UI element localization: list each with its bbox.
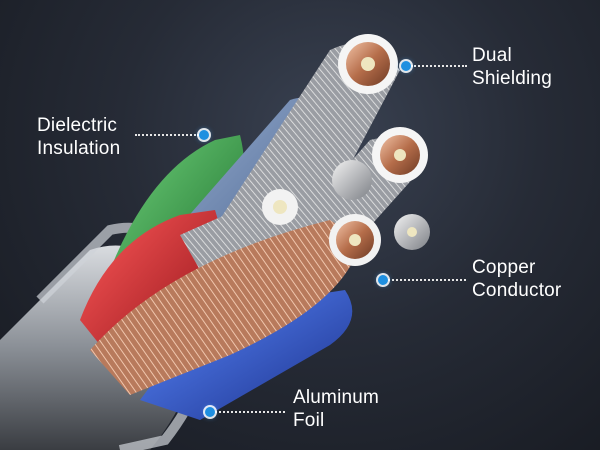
aluminum-foil-dot [205,407,215,417]
copper-conductor-line-2: Conductor [472,280,562,301]
dielectric-insulation-leader [135,134,199,136]
blue-wire [140,290,353,420]
copper-conductor-dot [378,275,388,285]
shielding-center [361,57,375,71]
silver-strands-center [273,200,287,214]
silver-strands [180,195,290,270]
copper-conductor-leader [388,279,466,281]
dual-shielding-label: Dual Shielding [472,44,552,90]
copper-conductor-center [349,234,361,246]
copper-conductor-line-1: Copper [472,257,536,278]
aluminum-foil-label: Aluminum Foil [293,386,379,432]
dielectric-insulation-label: Dielectric Insulation [37,114,120,160]
bare-strand-bundle [332,160,372,200]
small-silver-strand-center [407,227,417,237]
second-shielding-center [394,149,406,161]
copper-conductor-label: Copper Conductor [472,256,561,302]
dielectric-insulation-line-1: Dielectric [37,115,118,136]
dielectric-insulation-dot [199,130,209,140]
copper-braid [90,220,360,395]
dual-shielding-line-2: Shielding [472,68,552,89]
aluminum-foil-line-1: Aluminum [293,387,380,408]
dual-shielding-dot [401,61,411,71]
dual-shielding-line-1: Dual [472,45,512,66]
dielectric-insulation-line-2: Insulation [37,138,121,159]
aluminum-foil-line-2: Foil [293,410,325,431]
aluminum-foil-leader [215,411,285,413]
dual-shielding-leader [411,65,467,67]
